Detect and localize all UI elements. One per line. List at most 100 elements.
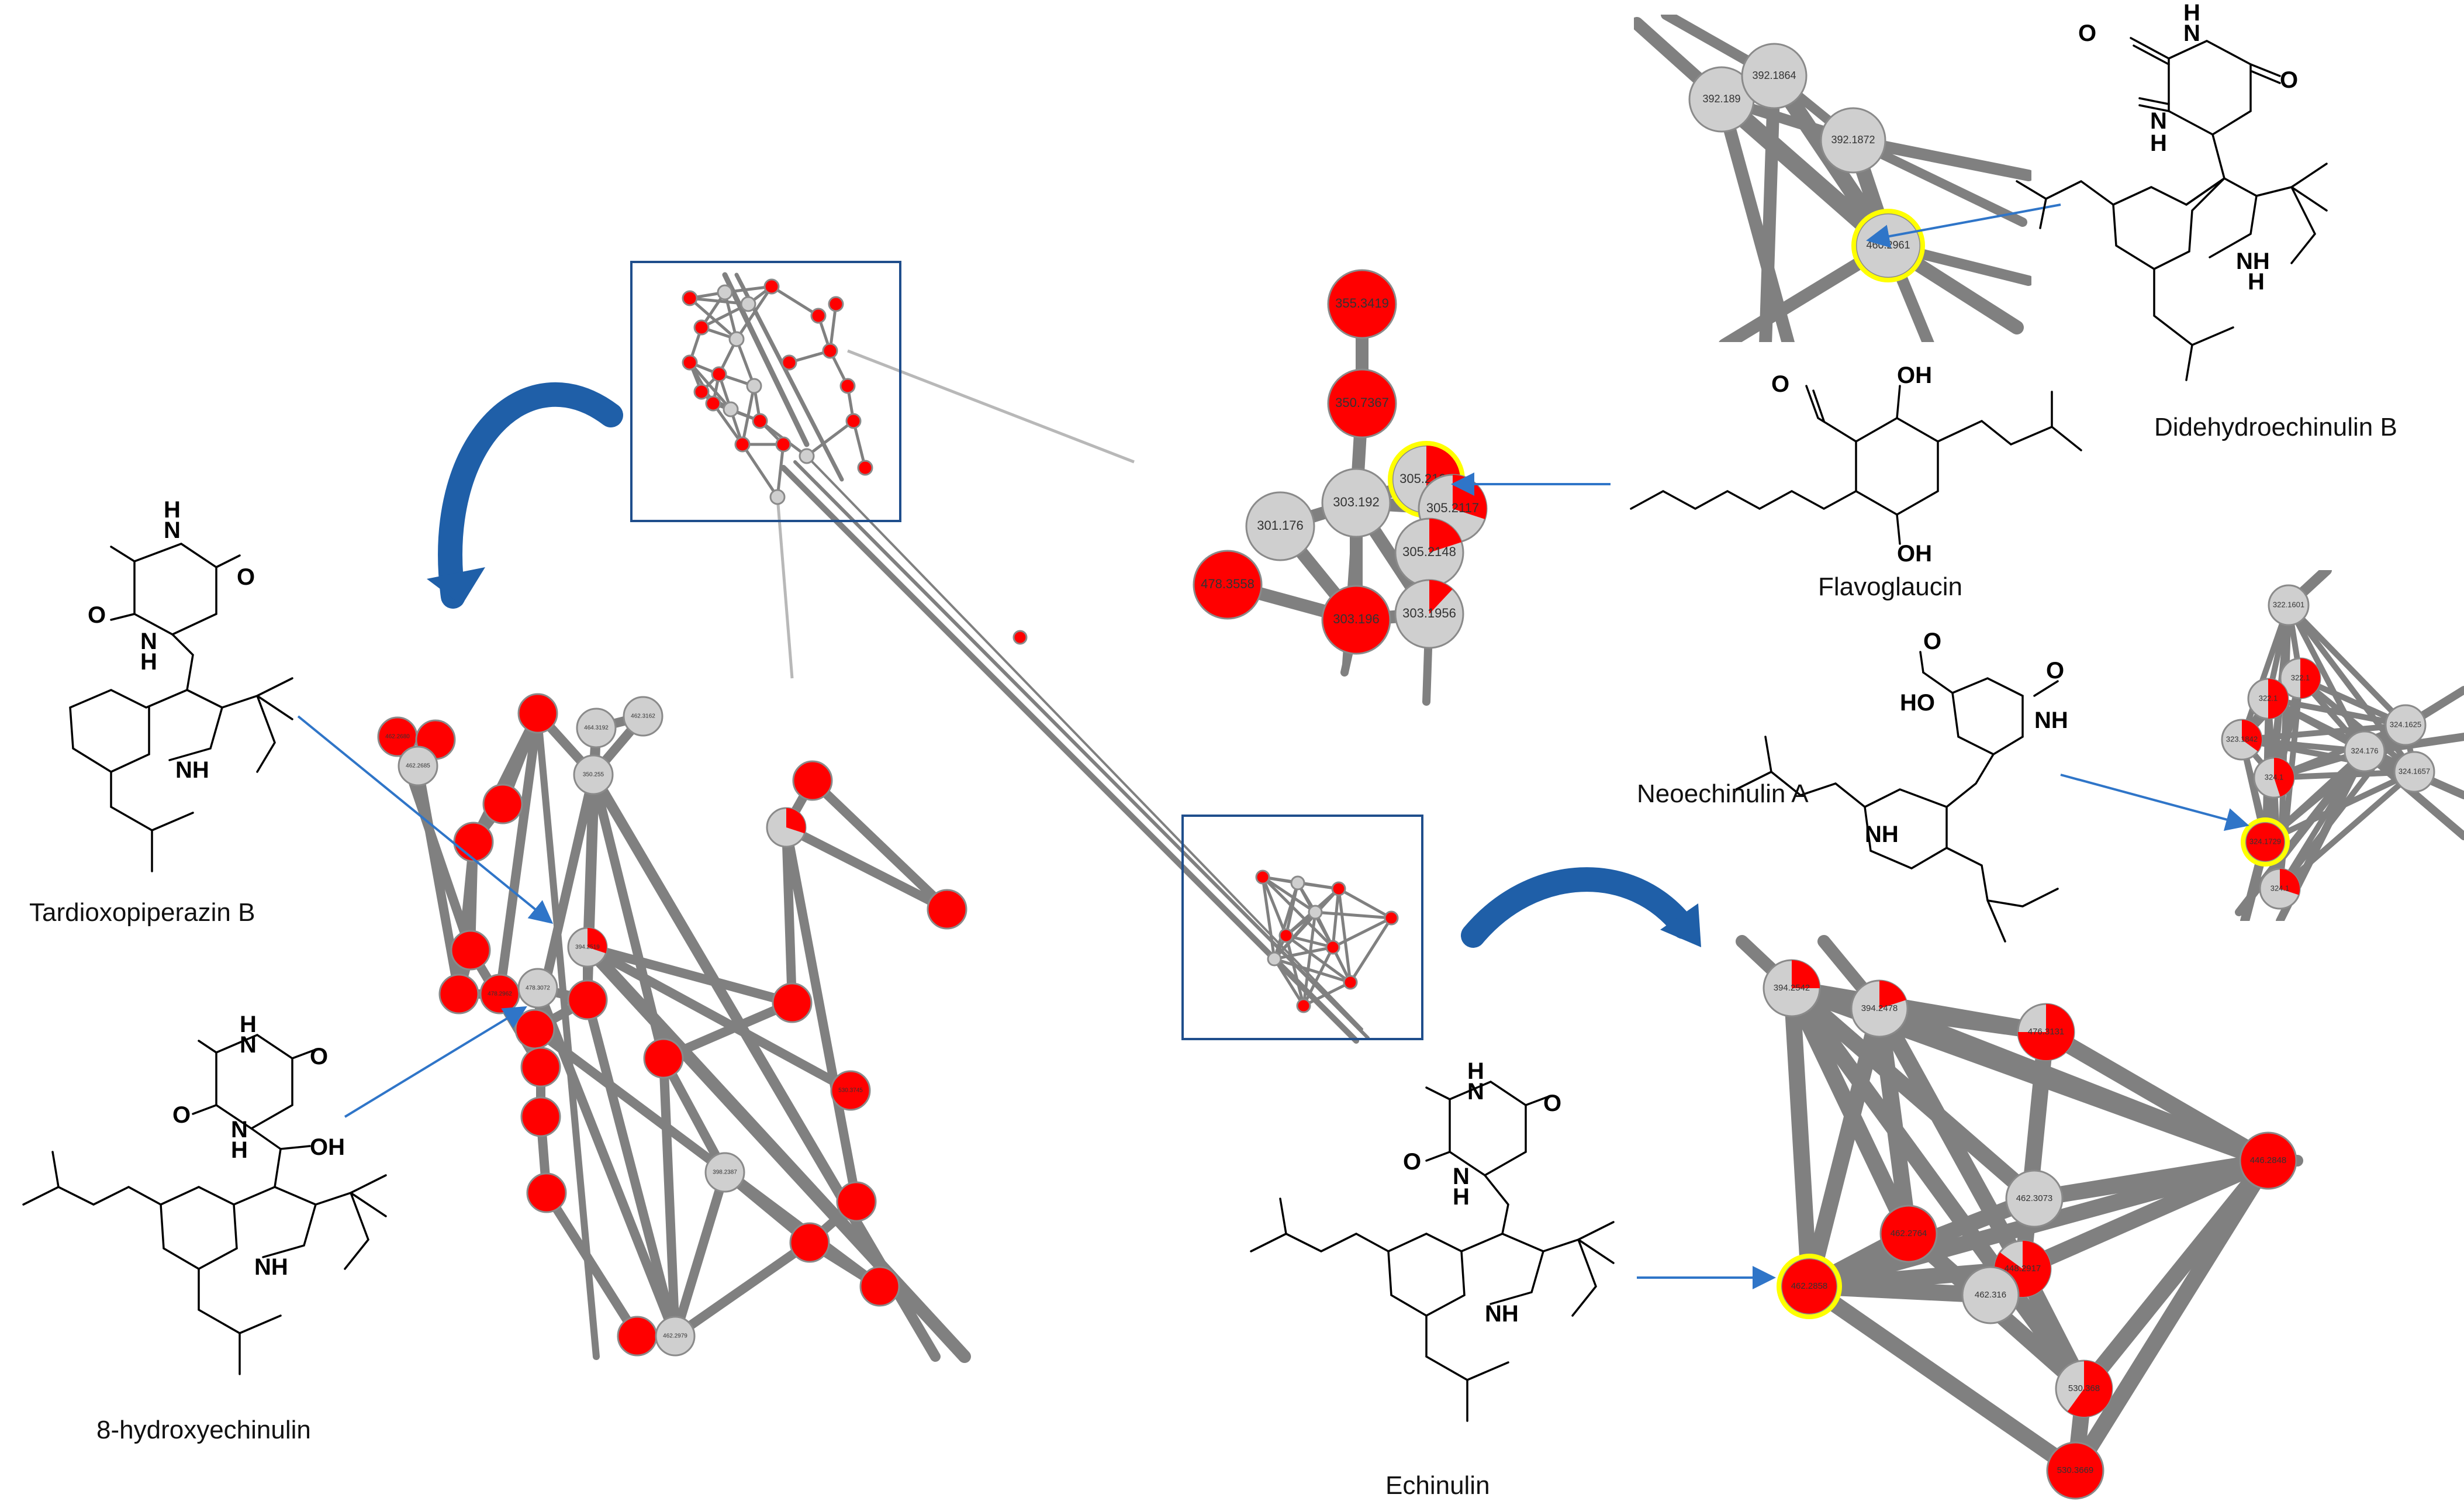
network-node: 323.1842 <box>2221 719 2263 761</box>
node-label: 462.2979 <box>663 1333 687 1340</box>
node-disc <box>520 1047 561 1088</box>
network-edge <box>741 443 779 499</box>
network-node: 324.1 <box>2259 868 2301 910</box>
node-label: 462.3162 <box>631 713 655 720</box>
network-edge <box>852 419 867 470</box>
network-edge <box>1871 1000 1917 1242</box>
network-edge <box>2265 696 2408 728</box>
node-disc <box>830 1070 871 1111</box>
network-node: 478.2962 <box>479 974 520 1014</box>
node-disc <box>1343 975 1358 990</box>
network-edge <box>1273 957 1305 1007</box>
node-disc <box>2005 1169 2064 1228</box>
network-edge <box>711 402 744 446</box>
node-label: 303.192 <box>1333 495 1380 509</box>
node-annotated-slice <box>786 808 806 834</box>
node-label: 462.2685 <box>406 763 430 769</box>
node-disc <box>763 278 780 295</box>
network-edge <box>1273 881 1300 961</box>
network-edge <box>1261 875 1276 961</box>
atom-nh: N <box>2150 108 2167 134</box>
node-annotated-slice <box>1879 981 1906 1009</box>
network-edge <box>2239 602 2292 743</box>
node-disc <box>2393 751 2435 793</box>
curved-arrow-left <box>427 382 623 609</box>
network-node <box>769 489 786 505</box>
atom-nh: N <box>1453 1164 1470 1189</box>
node-disc <box>2268 584 2310 626</box>
node-label: 448.2917 <box>2005 1264 2041 1274</box>
network-edge <box>1715 93 1795 342</box>
network-node <box>1331 881 1346 896</box>
node-annotated-slice <box>1792 960 1820 988</box>
cluster-bottom-left: 462.2680 462.2685 464.3192 462.3162 350.255 3… <box>377 693 971 1363</box>
atom-o: O <box>1403 1149 1421 1175</box>
network-node: 530.3669 <box>2046 1441 2104 1500</box>
node-disc <box>775 436 792 453</box>
pointer-hydroxyechinulin <box>344 1006 527 1118</box>
network-edge <box>2038 1024 2276 1169</box>
node-label: 394.2519 <box>575 944 600 951</box>
network-edge <box>1261 875 1317 914</box>
node-disc <box>927 889 967 930</box>
curved-arrow-right <box>1461 867 1701 948</box>
network-node: 392.1872 <box>1820 107 1886 174</box>
node-label: 478.3558 <box>1201 577 1255 591</box>
node-disc <box>1321 468 1391 538</box>
network-edge <box>1713 91 1897 254</box>
structure-didehydroechinulin-b: O O N H N H NH H <box>2016 0 2328 381</box>
atom-h: H <box>164 497 181 523</box>
network-node <box>526 1172 567 1213</box>
node-annotated-slice <box>1429 580 1453 614</box>
network-node: 462.3162 <box>623 696 663 737</box>
node-disc <box>799 448 815 464</box>
node-disc <box>1879 1205 1938 1263</box>
network-node: 350.255 <box>573 754 614 795</box>
atom-o: O <box>2078 20 2096 46</box>
node-disc <box>752 413 768 429</box>
node-disc <box>1267 951 1282 967</box>
node-disc <box>1327 368 1397 439</box>
network-edge <box>688 361 732 411</box>
atom-h: H <box>2150 130 2167 156</box>
network-node: 462.316 <box>1961 1266 2020 1324</box>
node-annotated-slice <box>588 928 607 954</box>
network-edge <box>1302 910 1317 1007</box>
node-disc <box>1278 928 1294 943</box>
network-node <box>717 284 733 301</box>
node-disc <box>573 754 614 795</box>
atom-h: H <box>2248 269 2265 295</box>
network-edge <box>776 496 794 679</box>
network-edge <box>1337 887 1352 984</box>
network-edge <box>1314 910 1393 920</box>
network-node <box>1325 940 1340 955</box>
network-node <box>693 384 710 400</box>
node-label: 460.2961 <box>1866 239 1910 251</box>
node-disc <box>859 1266 900 1307</box>
node-disc <box>1321 585 1391 655</box>
network-node <box>705 395 721 412</box>
network-node: 303.1956 <box>1394 579 1464 649</box>
atom-h: H <box>231 1137 248 1163</box>
network-node: 301.176 <box>1245 491 1315 561</box>
network-node <box>766 807 807 848</box>
network-node <box>836 1181 877 1222</box>
network-node: 322.1601 <box>2268 584 2310 626</box>
atom-oh: OH <box>1897 541 1932 567</box>
node-disc <box>1327 269 1397 339</box>
atom-o: O <box>237 564 255 590</box>
structure-8-hydroxyechinulin: H N O O N H OH NH <box>22 1012 387 1375</box>
node-disc <box>792 760 833 801</box>
atom-o: O <box>1923 629 1941 654</box>
node-disc <box>682 354 698 371</box>
node-annotated-slice <box>1429 519 1462 553</box>
node-label: 462.2680 <box>385 734 410 740</box>
network-node: 478.3558 <box>1193 550 1263 620</box>
label-8-hydroxyechinulin: 8-hydroxyechinulin <box>96 1416 311 1444</box>
node-label: 464.3192 <box>584 725 609 731</box>
network-edge <box>1284 934 1305 1007</box>
network-node: 530.368 <box>2055 1359 2113 1418</box>
network-edge <box>1284 934 1352 984</box>
node-disc <box>398 746 438 786</box>
